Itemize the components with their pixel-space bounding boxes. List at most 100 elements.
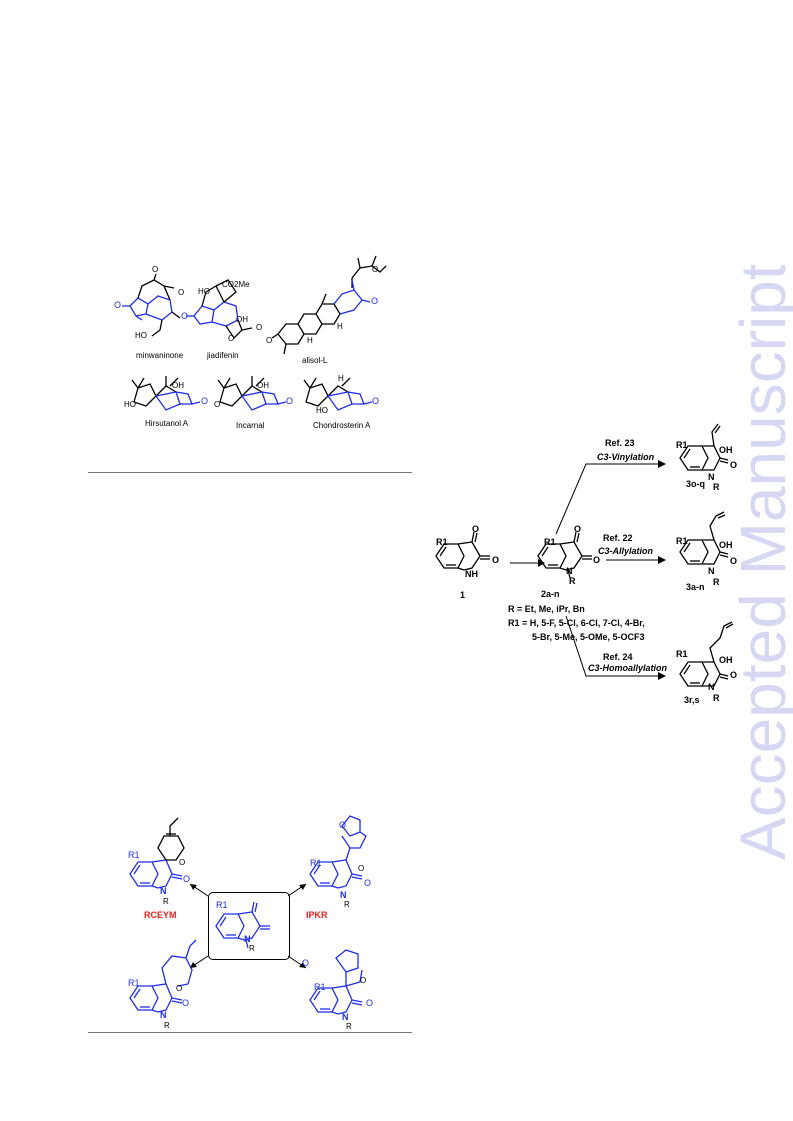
bottom-right-r1: R1	[314, 982, 326, 992]
top-left-r: R	[163, 897, 169, 906]
isatin-2-o-right: O	[593, 555, 601, 565]
product-3a-n-r1: R1	[676, 536, 688, 546]
top-left-o: O	[179, 858, 186, 867]
accepted-manuscript-watermark: Accepted Manuscript	[727, 265, 793, 860]
jiadifenin-ketone-o: O	[181, 311, 189, 321]
compound-2-label: 2a-n	[541, 589, 560, 599]
isatin-2-n: N	[566, 566, 573, 576]
scheme-r-substituents: R = Et, Me, iPr, Bn	[508, 604, 585, 614]
jiadifenin-structure	[186, 279, 253, 340]
alisol-h1: H	[337, 322, 343, 331]
route2-ref: Ref. 22	[603, 533, 633, 543]
product-3a-n-r: R	[713, 577, 720, 587]
jiadifenin-lactone-o: O	[256, 323, 263, 332]
product-3a-n-o: O	[730, 556, 738, 566]
isatin-1-o-right: O	[492, 555, 500, 565]
isatin-2-r: R	[569, 576, 576, 586]
spiro-product-top-left	[129, 817, 185, 889]
central-isatin-n: N	[244, 934, 251, 944]
bottom-left-r: R	[164, 1021, 170, 1030]
product-3r-s-oh: OH	[719, 655, 733, 665]
product-3o-q-label: 3o-q	[686, 479, 705, 489]
compound-name-hirsutanol-a: Hirsutanol A	[145, 419, 189, 428]
hirsutanol-ho: HO	[124, 400, 136, 409]
chondrosterin-a-structure	[303, 377, 373, 411]
chondrosterin-o: O	[372, 396, 380, 406]
product-3o-q-oh: OH	[719, 445, 733, 455]
product-3o-q-n: N	[708, 472, 715, 482]
product-3a-n-structure	[679, 511, 729, 565]
spiro-product-bottom-left	[129, 939, 197, 1013]
top-left-n: N	[160, 886, 167, 896]
compound-name-minwaninone: minwaninone	[136, 351, 184, 360]
figure2-bottom-rule	[88, 1032, 412, 1033]
product-3o-q-r1: R1	[676, 440, 688, 450]
scheme-r1-substituents-line1: R1 = H, 5-F, 5-Cl, 6-Cl, 7-Cl, 4-Br,	[508, 618, 645, 628]
compound-name-jiadifenin: jiadifenin	[207, 351, 239, 360]
minwaninone-structure	[122, 273, 181, 337]
incarnal-structure	[217, 376, 287, 411]
bottom-left-o: O	[176, 984, 183, 993]
central-isatin-r: R	[249, 944, 255, 953]
bottom-left-r1: R1	[128, 978, 140, 988]
compound-name-incarnal: Incarnal	[236, 421, 265, 430]
top-right-r: R	[344, 900, 350, 909]
product-3r-s-n: N	[708, 682, 715, 692]
product-3r-s-structure	[679, 621, 734, 687]
figure2-arrows	[189, 883, 307, 969]
spiro-product-bottom-right	[309, 949, 363, 1015]
figure1-bottom-rule	[88, 472, 412, 473]
central-isatin-r1: R1	[216, 900, 228, 910]
product-3r-s-label: 3r,s	[684, 695, 700, 705]
compound-name-alisol-l: alisol-L	[302, 356, 328, 365]
hirsutanol-oh: OH	[172, 381, 184, 390]
product-3r-s-r: R	[713, 693, 720, 703]
route2-name: C3-Allylation	[598, 546, 654, 556]
product-3o-q-r: R	[713, 482, 720, 492]
alisol-epoxide-o: O	[372, 265, 379, 274]
scheme-r1-substituents-line2: 5-Br, 5-Me, 5-OMe, 5-OCF3	[532, 632, 645, 642]
product-3a-n-n: N	[708, 566, 715, 576]
isatin-2-o-top: O	[574, 524, 582, 534]
alisol-o-ketone: O	[266, 336, 273, 345]
alisol-l-structure	[271, 255, 387, 355]
minwaninone-ho: HO	[135, 331, 147, 340]
product-3a-n-oh: OH	[719, 540, 733, 550]
product-3o-q-structure	[679, 423, 729, 471]
isatin-1-r1: R1	[436, 537, 448, 547]
bottom-right-o-carbonyl: O	[366, 998, 374, 1008]
minwaninone-o-atom: O	[152, 265, 159, 274]
bottom-right-o: O	[360, 976, 367, 985]
label-rceym: RCEYM	[144, 910, 177, 920]
minwaninone-ketone-o: O	[114, 300, 122, 310]
product-3o-q-o: O	[730, 460, 738, 470]
top-right-n: N	[340, 890, 347, 900]
incarnal-enone-o: O	[286, 396, 294, 406]
compound-name-chondrosterin-a: Chondrosterin A	[313, 421, 371, 430]
product-3r-s-o: O	[730, 670, 738, 680]
route1-ref: Ref. 23	[605, 438, 635, 448]
spiro-product-top-right	[309, 815, 367, 889]
compound-1-label: 1	[460, 590, 466, 600]
isatin-1-structure	[435, 531, 490, 571]
jiadifenin-co2me: CO2Me	[222, 280, 250, 289]
scheme-arrows	[555, 460, 666, 680]
incarnal-o: O	[214, 400, 221, 409]
top-right-o: O	[358, 864, 365, 873]
central-isatin-box	[208, 892, 290, 960]
bottom-left-o-carbonyl: O	[182, 998, 190, 1008]
incarnal-oh: OH	[257, 381, 269, 390]
isatin-1-o-top: O	[472, 524, 480, 534]
chondrosterin-h: H	[338, 374, 344, 383]
central-isatin-structure	[215, 901, 270, 949]
product-3a-n-label: 3a-n	[686, 582, 705, 592]
isatin-1-nh: NH	[465, 569, 478, 579]
isatin-2-structure	[537, 531, 592, 579]
jiadifenin-ho: HO	[198, 287, 210, 296]
top-right-r1: R1	[310, 858, 322, 868]
hirsutanol-a-structure	[131, 376, 201, 411]
arrow-1-to-2	[510, 559, 545, 567]
route3-name: C3-Homoallylation	[588, 663, 668, 673]
alisol-h2: H	[307, 336, 313, 345]
hirsutanol-o: O	[201, 396, 209, 406]
